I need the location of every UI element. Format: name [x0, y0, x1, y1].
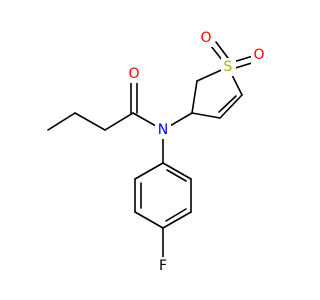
- sulfur-label: S: [224, 59, 233, 75]
- bond-c3-carbonyl: [104, 112, 134, 131]
- fluorine-label: F: [159, 258, 167, 274]
- structure-canvas: O N S O O F: [47, 29, 267, 275]
- sulfone-oxygen-right-label: O: [253, 47, 264, 63]
- bond-aryl-inner-b: [165, 208, 187, 222]
- bond-aryl-4: [134, 211, 164, 229]
- bond-ring-ch-ch2: [191, 80, 198, 114]
- sulfone-oxygen-left-label: O: [200, 30, 211, 46]
- sulfone-oxygen-left-atom: O: [198, 29, 214, 47]
- fluorine-atom: F: [156, 257, 170, 275]
- bond-c2-c3: [74, 112, 106, 131]
- bond-vinyl-double-outer: [219, 94, 243, 119]
- bond-aryl-6: [134, 162, 164, 180]
- bond-aryl-3: [162, 211, 192, 229]
- sulfur-atom: S: [221, 58, 236, 76]
- bond-vinyl-double-inner: [218, 95, 237, 113]
- bond-aryl-1: [162, 162, 192, 180]
- bonds: [47, 41, 256, 259]
- amide-oxygen-atom: O: [126, 65, 142, 83]
- sulfone-oxygen-right-atom: O: [251, 46, 267, 64]
- amide-oxygen-label: O: [128, 66, 139, 82]
- molecule-structure: O N S O O F: [47, 29, 267, 275]
- bond-vinyl-ch-ring-ch: [191, 112, 221, 119]
- bond-c1-c2: [47, 112, 76, 131]
- atom-labels: O N S O O F: [126, 29, 267, 275]
- nitrogen-atom: N: [155, 121, 171, 139]
- bond-aryl-inner-a: [166, 169, 187, 182]
- nitrogen-label: N: [158, 122, 168, 138]
